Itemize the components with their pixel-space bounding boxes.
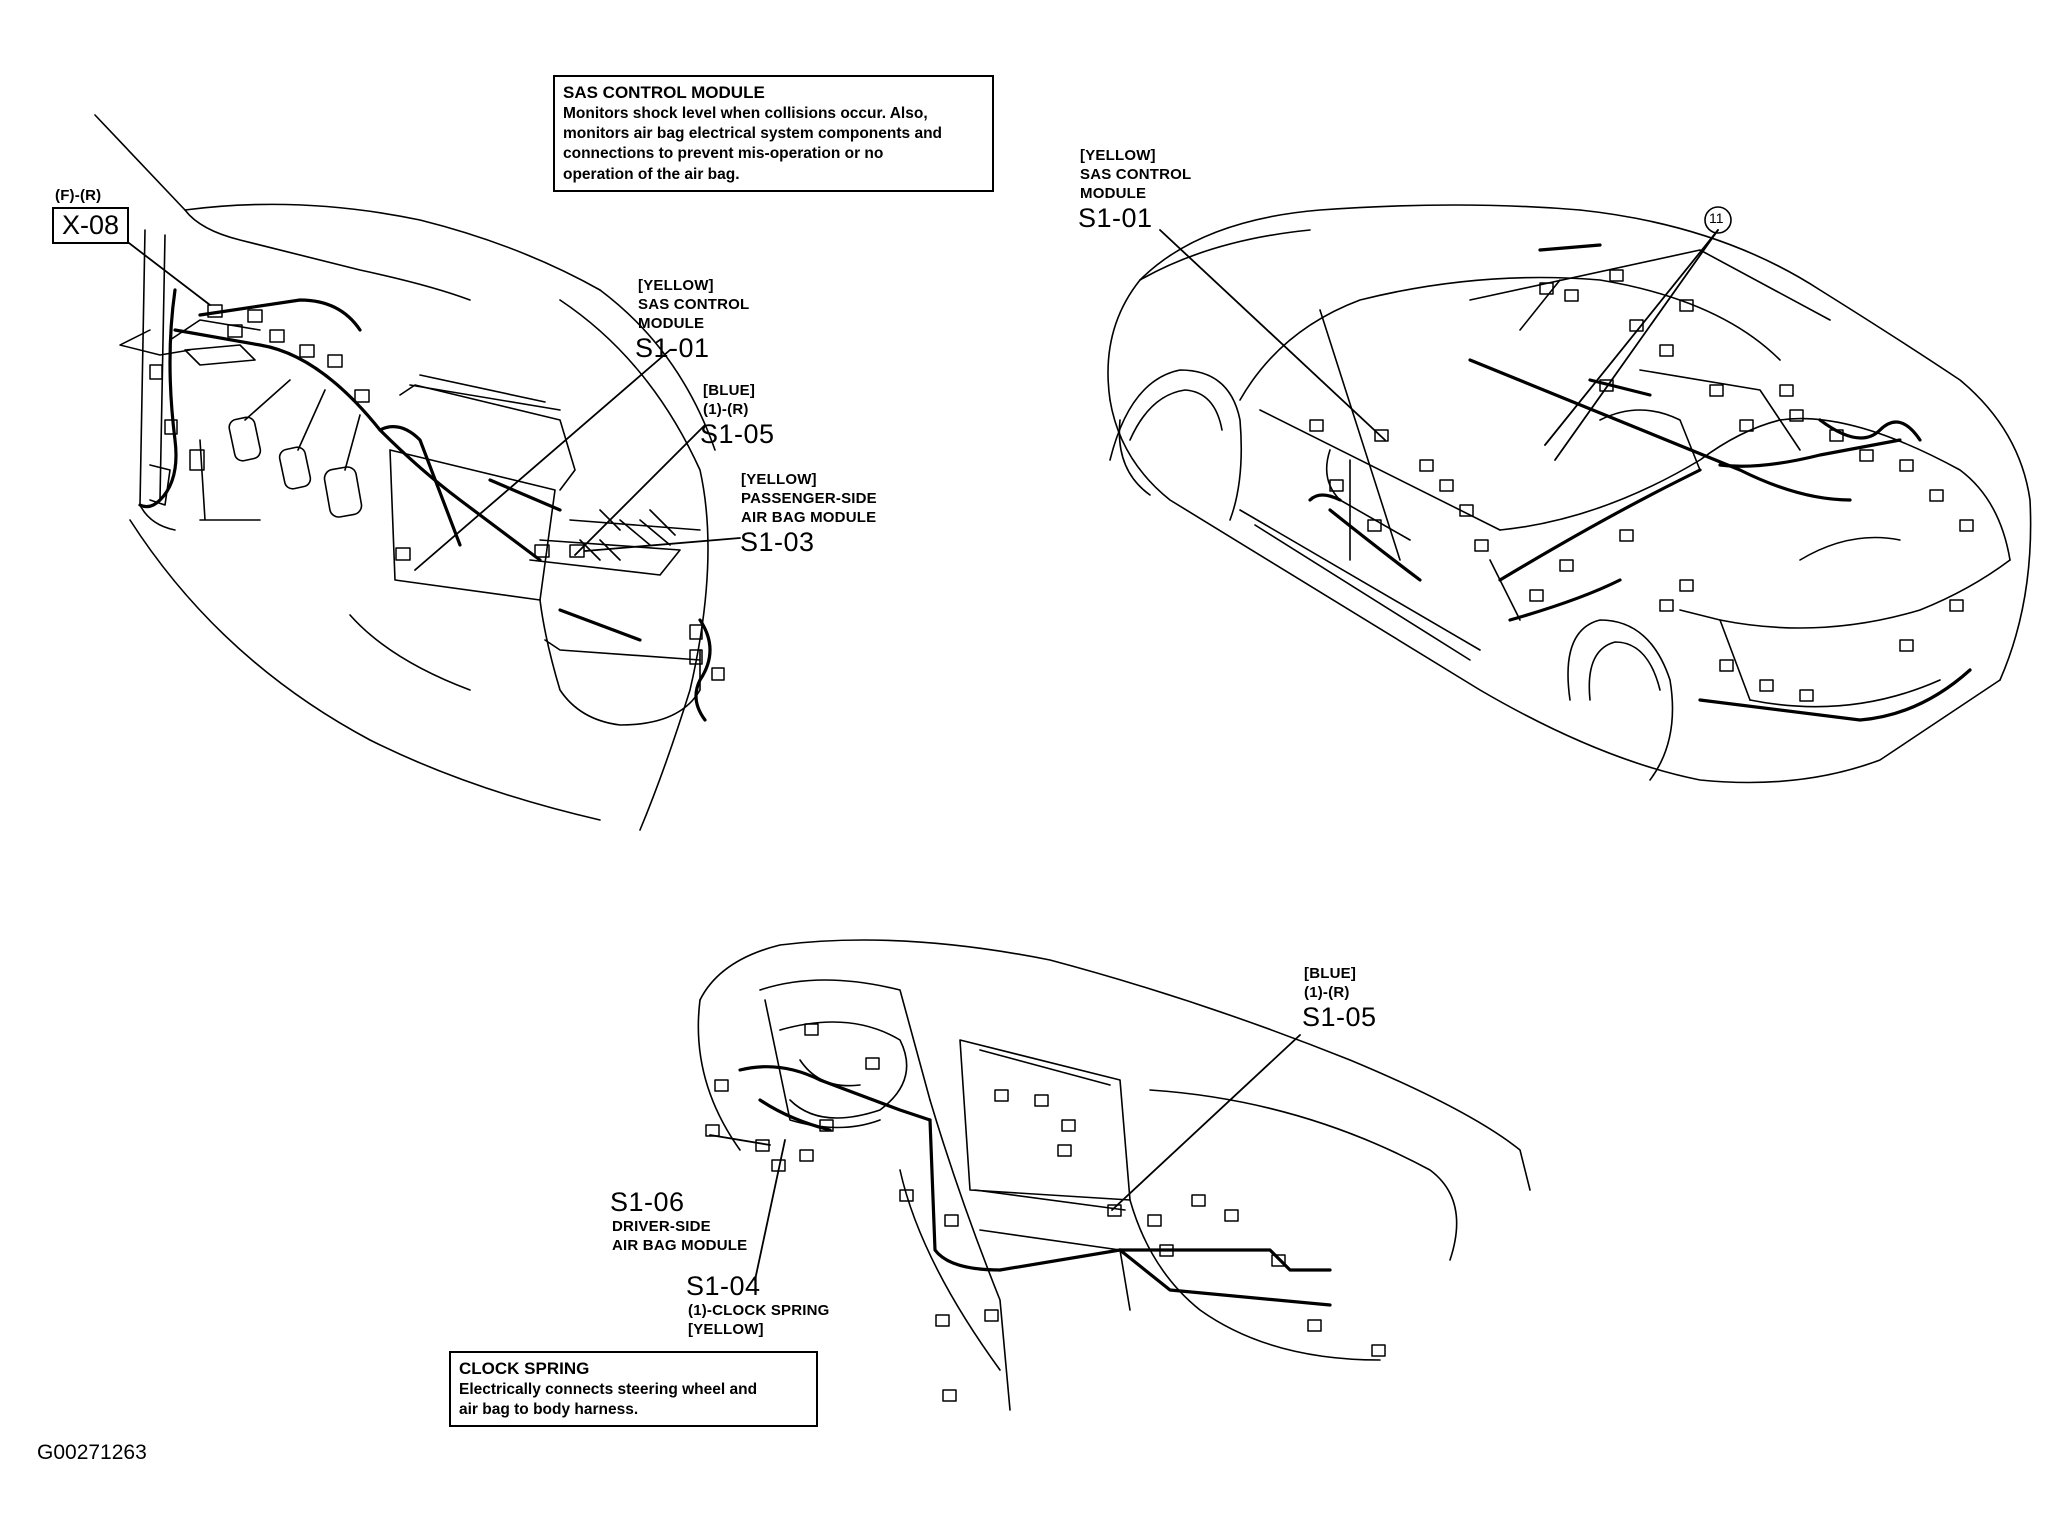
dash-s104-code: S1-04	[686, 1271, 761, 1301]
dash-s106-code: S1-06	[610, 1187, 685, 1217]
car-body-drawing	[1107, 204, 2032, 784]
dash-s106-line2: AIR BAG MODULE	[612, 1237, 748, 1254]
left-s101-line1: SAS CONTROL	[638, 296, 750, 313]
clock-box-title: CLOCK SPRING	[459, 1359, 590, 1378]
car-s101-line1: SAS CONTROL	[1080, 166, 1192, 183]
sas-box-line-2: monitors air bag electrical system compo…	[563, 125, 943, 143]
left-s105-line1: (1)-(R)	[703, 401, 749, 418]
dash-s104-line2: [YELLOW]	[688, 1321, 764, 1338]
sas-box-line-1: Monitors shock level when collisions occ…	[563, 105, 928, 123]
dashboard-harness-drawing	[738, 1065, 1332, 1307]
left-s105-color: [BLUE]	[703, 382, 756, 399]
car-harness-drawing	[1308, 243, 1972, 722]
sas-control-module-note: SAS CONTROL MODULE Monitors shock level …	[553, 75, 994, 192]
dashboard-connectors-drawing	[705, 1023, 1386, 1402]
dash-s105-code: S1-05	[1302, 1002, 1377, 1032]
figure-id: G00271263	[37, 1441, 147, 1464]
dash-s105-line1: (1)-(R)	[1304, 984, 1350, 1001]
left-connectors-drawing	[119, 304, 725, 681]
car-connectors-drawing	[1309, 269, 1974, 702]
sas-box-title: SAS CONTROL MODULE	[563, 83, 765, 102]
dash-s105-color: [BLUE]	[1304, 965, 1357, 982]
left-s101-line2: MODULE	[638, 315, 705, 332]
callout-number-11: 11	[1709, 210, 1724, 226]
callout-circle	[1704, 206, 1732, 234]
left-s105-code: S1-05	[700, 419, 775, 449]
left-s103-code: S1-03	[740, 527, 815, 557]
dashboard-drawing	[697, 939, 1531, 1411]
sas-box-line-4: operation of the air bag.	[563, 165, 740, 183]
left-s101-code: S1-01	[635, 333, 710, 363]
car-s101-code: S1-01	[1078, 203, 1153, 233]
left-s103-color: [YELLOW]	[741, 471, 817, 488]
car-s101-color: [YELLOW]	[1080, 147, 1156, 164]
x08-note: (F)-(R)	[55, 187, 102, 204]
x08-connector-code: X-08	[52, 207, 130, 244]
left-floor-panel-drawing	[94, 114, 716, 831]
car-s101-line2: MODULE	[1080, 185, 1147, 202]
left-s103-line1: PASSENGER-SIDE	[741, 490, 877, 507]
dash-s106-line1: DRIVER-SIDE	[612, 1218, 711, 1235]
clock-box-line-2: air bag to body harness.	[459, 1401, 639, 1419]
clock-spring-note: CLOCK SPRING Electrically connects steer…	[449, 1351, 818, 1428]
left-harness-drawing	[138, 288, 712, 722]
dash-s104-line1: (1)-CLOCK SPRING	[688, 1302, 830, 1319]
left-s103-line2: AIR BAG MODULE	[741, 509, 877, 526]
sas-box-line-3: connections to prevent mis-operation or …	[563, 145, 884, 163]
clock-box-line-1: Electrically connects steering wheel and	[459, 1381, 758, 1399]
left-s101-color: [YELLOW]	[638, 277, 714, 294]
leader-lines	[124, 229, 1719, 1281]
